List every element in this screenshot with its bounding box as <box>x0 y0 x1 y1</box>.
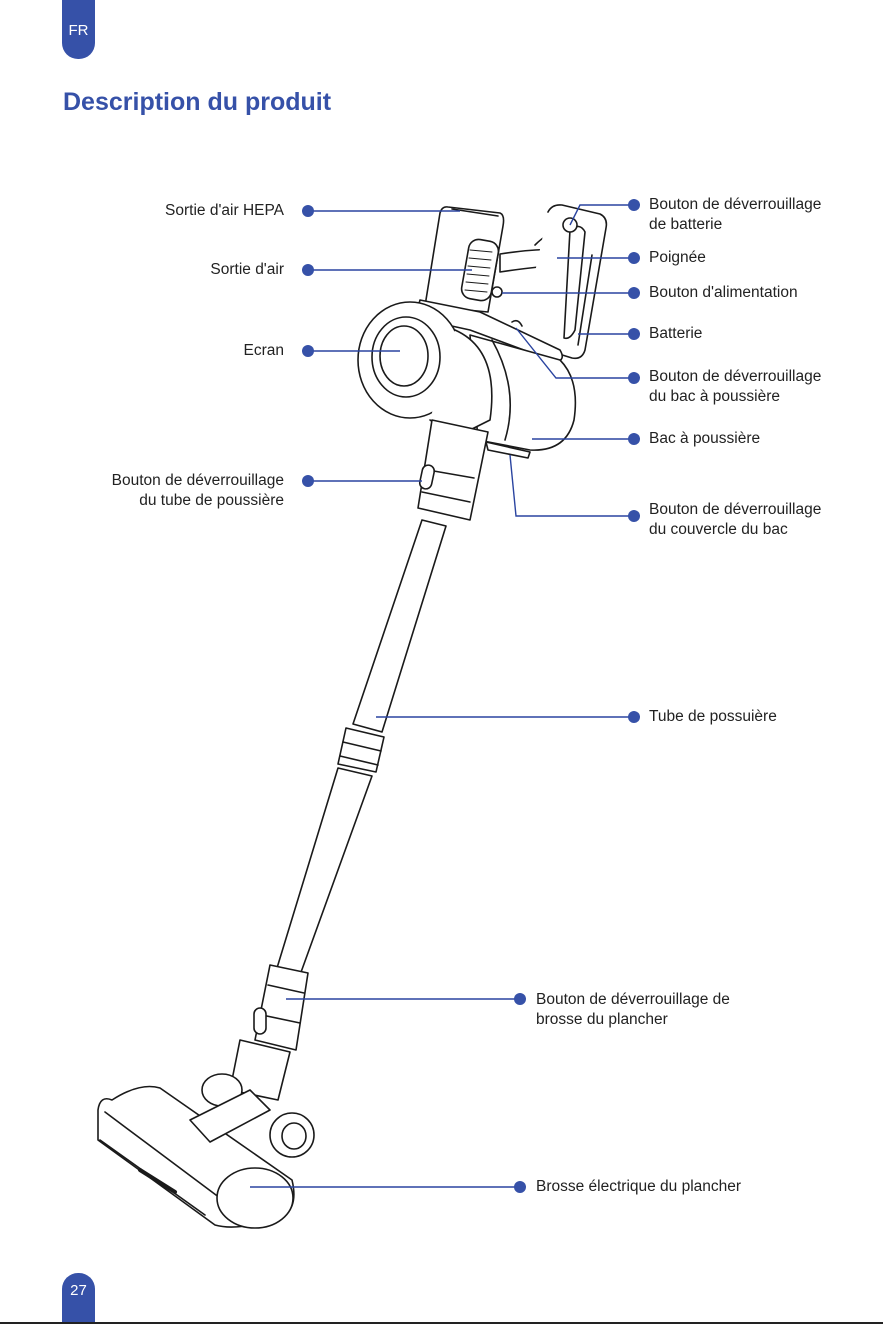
dust-bin <box>469 334 577 451</box>
brush-neck <box>254 964 309 1051</box>
label-tube-release: Bouton de déverrouillage du tube de pous… <box>111 472 284 509</box>
label-bin-lid-release: Bouton de déverrouillage du couvercle du… <box>649 501 822 538</box>
tube-lower <box>276 767 373 976</box>
label-dustbin-release: Bouton de déverrouillage du bac à poussi… <box>649 368 822 405</box>
rear-wheel <box>269 1112 315 1158</box>
tube-release-button <box>418 464 436 490</box>
power-button <box>491 286 503 298</box>
label-dust-tube: Tube de possuière <box>649 708 777 725</box>
page-title: Description du produit <box>63 88 332 116</box>
bottom-rule <box>0 1322 883 1324</box>
label-air-outlet: Sortie d'air <box>210 261 284 278</box>
page-number-tab: 27 <box>62 1273 95 1324</box>
battery <box>519 204 608 360</box>
label-battery: Batterie <box>649 325 703 342</box>
callout-dots <box>302 199 640 1193</box>
tube-upper <box>352 519 447 733</box>
brush-end-cap <box>216 1167 294 1229</box>
label-screen: Ecran <box>243 342 285 359</box>
screen-ring <box>371 316 441 398</box>
label-electric-floor-brush: Brosse électrique du plancher <box>536 1178 742 1195</box>
screen <box>379 325 429 387</box>
label-power-button: Bouton d'alimentation <box>649 284 798 301</box>
air-vent <box>460 238 500 302</box>
label-brush-release: Bouton de déverrouillage de brosse du pl… <box>536 991 730 1028</box>
hepa-top-edge <box>451 208 499 217</box>
label-dust-bin: Bac à poussière <box>649 430 761 447</box>
label-hepa-air-outlet: Sortie d'air HEPA <box>165 202 284 219</box>
body-bracket <box>414 299 564 363</box>
language-tab: FR <box>62 0 95 59</box>
label-handle: Poignée <box>649 249 706 266</box>
tube-coupler <box>337 727 385 773</box>
brush-release-button <box>253 1007 267 1035</box>
label-battery-release: Bouton de déverrouillage de batterie <box>649 196 822 233</box>
